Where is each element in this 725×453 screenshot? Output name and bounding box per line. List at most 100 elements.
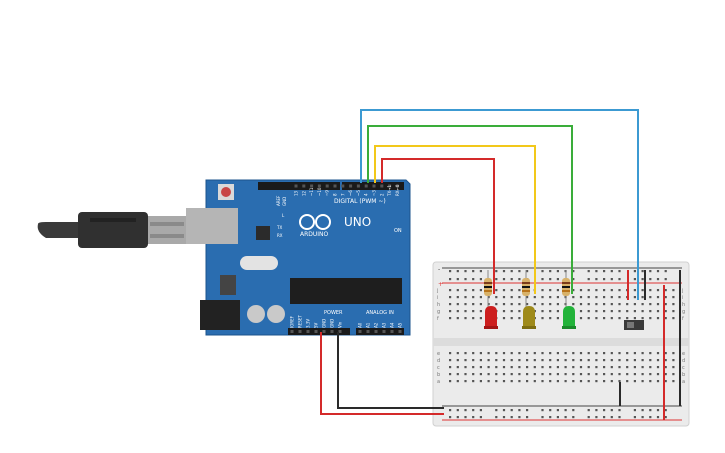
rail-hole[interactable]: [479, 409, 482, 412]
rail-hole[interactable]: [479, 270, 482, 273]
breadboard-hole[interactable]: [502, 380, 506, 383]
breadboard-hole[interactable]: [464, 366, 467, 369]
breadboard-hole[interactable]: [672, 352, 675, 355]
rail-hole[interactable]: [510, 409, 513, 412]
breadboard-hole[interactable]: [502, 352, 506, 355]
breadboard-hole[interactable]: [626, 373, 629, 376]
breadboard-hole[interactable]: [672, 289, 675, 292]
breadboard-hole[interactable]: [587, 352, 590, 355]
rail-hole[interactable]: [556, 416, 559, 419]
breadboard-hole[interactable]: [510, 317, 513, 320]
breadboard-hole[interactable]: [502, 296, 506, 299]
rail-hole[interactable]: [610, 416, 613, 419]
rail-hole[interactable]: [549, 416, 552, 419]
breadboard-hole[interactable]: [449, 380, 452, 383]
breadboard-hole[interactable]: [610, 352, 613, 355]
breadboard-hole[interactable]: [672, 303, 675, 306]
breadboard-hole[interactable]: [618, 310, 621, 313]
rail-hole[interactable]: [572, 416, 575, 419]
breadboard-hole[interactable]: [518, 373, 521, 376]
rail-hole[interactable]: [587, 278, 590, 281]
rail-hole[interactable]: [526, 409, 529, 412]
breadboard-hole[interactable]: [456, 366, 459, 369]
breadboard-hole[interactable]: [495, 359, 498, 362]
rail-hole[interactable]: [633, 278, 636, 281]
breadboard-hole[interactable]: [649, 373, 652, 376]
rail-hole[interactable]: [472, 270, 475, 273]
breadboard-hole[interactable]: [664, 359, 667, 362]
breadboard-hole[interactable]: [472, 373, 475, 376]
breadboard-hole[interactable]: [579, 317, 583, 320]
breadboard-hole[interactable]: [656, 310, 660, 313]
breadboard-hole[interactable]: [549, 359, 552, 362]
breadboard-hole[interactable]: [556, 352, 559, 355]
breadboard-hole[interactable]: [587, 317, 590, 320]
breadboard-hole[interactable]: [533, 380, 536, 383]
breadboard-hole[interactable]: [526, 352, 529, 355]
rail-hole[interactable]: [641, 409, 644, 412]
breadboard-hole[interactable]: [487, 303, 490, 306]
breadboard-hole[interactable]: [579, 352, 583, 355]
breadboard-holes[interactable]: [449, 270, 675, 419]
breadboard-hole[interactable]: [649, 366, 652, 369]
breadboard-hole[interactable]: [649, 359, 652, 362]
breadboard-hole[interactable]: [556, 359, 559, 362]
breadboard-hole[interactable]: [603, 352, 606, 355]
breadboard-hole[interactable]: [672, 373, 675, 376]
breadboard-hole[interactable]: [633, 380, 636, 383]
rail-hole[interactable]: [502, 409, 506, 412]
breadboard-hole[interactable]: [579, 373, 583, 376]
rail-hole[interactable]: [595, 416, 598, 419]
breadboard-hole[interactable]: [495, 296, 498, 299]
rail-hole[interactable]: [541, 278, 544, 281]
header-pin[interactable]: [310, 184, 314, 188]
breadboard-hole[interactable]: [510, 303, 513, 306]
breadboard-hole[interactable]: [633, 317, 636, 320]
breadboard-hole[interactable]: [502, 317, 506, 320]
breadboard-hole[interactable]: [603, 289, 606, 292]
header-pin[interactable]: [298, 330, 302, 333]
rail-hole[interactable]: [479, 278, 482, 281]
rail-hole[interactable]: [449, 409, 452, 412]
breadboard-hole[interactable]: [449, 352, 452, 355]
rail-hole[interactable]: [656, 409, 660, 412]
breadboard-hole[interactable]: [595, 359, 598, 362]
header-pin[interactable]: [374, 330, 378, 333]
breadboard-hole[interactable]: [487, 380, 490, 383]
rail-hole[interactable]: [649, 416, 652, 419]
breadboard-hole[interactable]: [456, 352, 459, 355]
breadboard-hole[interactable]: [510, 359, 513, 362]
breadboard-hole[interactable]: [518, 303, 521, 306]
breadboard-hole[interactable]: [533, 373, 536, 376]
rail-hole[interactable]: [587, 270, 590, 273]
rail-hole[interactable]: [603, 278, 606, 281]
header-pin[interactable]: [372, 184, 376, 188]
breadboard-hole[interactable]: [595, 289, 598, 292]
breadboard-hole[interactable]: [518, 289, 521, 292]
breadboard-hole[interactable]: [526, 380, 529, 383]
breadboard-hole[interactable]: [449, 359, 452, 362]
breadboard-hole[interactable]: [556, 289, 559, 292]
breadboard-hole[interactable]: [595, 366, 598, 369]
rail-hole[interactable]: [610, 409, 613, 412]
breadboard-hole[interactable]: [449, 296, 452, 299]
breadboard-hole[interactable]: [479, 303, 482, 306]
rail-hole[interactable]: [456, 278, 459, 281]
breadboard-hole[interactable]: [618, 380, 621, 383]
breadboard-hole[interactable]: [541, 303, 544, 306]
breadboard-hole[interactable]: [502, 310, 506, 313]
breadboard-hole[interactable]: [502, 373, 506, 376]
breadboard-hole[interactable]: [456, 359, 459, 362]
breadboard-hole[interactable]: [610, 359, 613, 362]
breadboard-hole[interactable]: [603, 296, 606, 299]
breadboard-hole[interactable]: [495, 373, 498, 376]
header-pin[interactable]: [398, 330, 402, 333]
wires[interactable]: [320, 109, 681, 420]
breadboard-hole[interactable]: [533, 303, 536, 306]
rail-hole[interactable]: [518, 409, 521, 412]
rail-hole[interactable]: [556, 409, 559, 412]
rail-hole[interactable]: [633, 409, 636, 412]
header-pin[interactable]: [322, 330, 326, 333]
header-pin[interactable]: [330, 330, 334, 333]
